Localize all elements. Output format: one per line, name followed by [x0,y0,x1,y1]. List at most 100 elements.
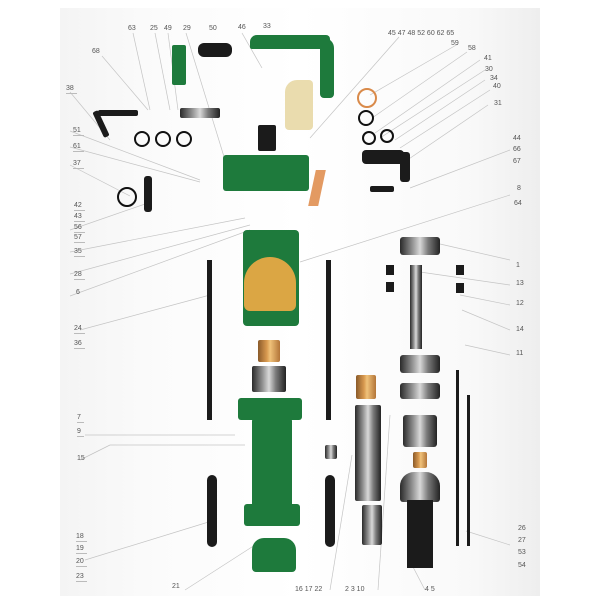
trigger-lever-part [172,45,186,85]
oring-part [176,131,192,147]
oring-part [362,131,376,145]
oring-part [380,129,394,143]
part-label: 31 [494,100,502,107]
pawl-part [456,265,464,275]
tie-rod-part [467,395,470,546]
oring-part [358,110,374,126]
front-head-body-part [252,418,292,514]
part-label: 49 [164,25,172,32]
chuck-driver-part [400,472,440,502]
part-label: 63 [128,25,136,32]
part-label: 35 [74,248,85,257]
part-label: 61 [73,143,84,152]
part-label: 50 [209,25,217,32]
part-label: 8 [517,185,521,192]
part-label: 9 [77,428,84,437]
spring-bolt-right-part [325,475,335,547]
part-label: 44 [513,135,521,142]
shaft-part [180,108,220,118]
part-label: 46 [238,24,246,31]
part-label: 6 [76,289,80,296]
part-label: 26 [518,525,526,532]
bellows-part [198,43,232,57]
tie-rod-part [456,370,459,546]
part-label: 18 [76,533,87,542]
air-elbow-part [144,176,152,212]
nut-part [325,445,337,459]
oring-part [155,131,171,147]
part-label: 20 [76,558,87,567]
part-label: 57 [74,234,85,243]
front-head-foot-part [244,504,300,526]
pawl-part [386,265,394,275]
part-label: 43 [74,213,85,222]
chuck-part [403,415,437,447]
part-label: 24 [74,325,85,334]
part-label: 66 [513,146,521,153]
part-label-group: 16 17 22 [295,586,323,593]
chuck-brass-part [413,452,427,468]
part-label: 56 [74,224,85,233]
ratchet-ring-part [400,355,440,373]
brass-nut-part [356,375,376,399]
side-rod-right-part [326,260,331,420]
flange-bushing-part [252,366,286,392]
part-label: 12 [516,300,524,307]
valve-chest-part [223,155,309,191]
pin-part [370,186,394,192]
part-label: 64 [514,200,522,207]
part-label: 27 [518,537,526,544]
elbow-fitting-part [98,110,138,116]
rotation-nut-part [400,237,440,255]
part-label: 15 [77,455,85,462]
side-rod-left-part [207,260,212,420]
part-label-group: 4 5 [425,586,435,593]
ratchet-ring-part [400,383,440,399]
part-label: 30 [485,66,493,73]
part-label: 25 [150,25,158,32]
valve-lever-part [400,152,410,182]
valve-spool-part [362,150,404,164]
part-label: 58 [468,45,476,52]
part-label-group: 45 47 48 52 60 62 65 [388,30,455,37]
part-label: 13 [516,280,524,287]
part-label: 1 [516,262,520,269]
part-label: 36 [74,340,85,349]
pawl-part [386,282,394,292]
part-label: 37 [73,160,84,169]
part-label: 11 [516,350,524,357]
part-label: 59 [451,40,459,47]
part-label: 40 [493,83,501,90]
valve-insert-part [258,125,276,151]
part-label: 68 [92,48,100,55]
chuck-sleeve-part [355,405,381,501]
chuck-driver-shank-part [407,500,433,568]
front-head-part [238,398,302,420]
rifle-bar-part [410,265,422,349]
amber-cover-part [244,257,296,311]
part-label: 53 [518,549,526,556]
part-label: 41 [484,55,492,62]
part-label: 38 [66,85,77,94]
part-label: 67 [513,158,521,165]
part-label: 21 [172,583,180,590]
chuck-bushing-part [362,505,382,545]
part-label: 29 [183,25,191,32]
oring-part [134,131,150,147]
circlip-part [117,187,137,207]
copper-ring-part [357,88,377,108]
pawl-part [456,283,464,293]
retainer-part [252,538,296,572]
handle-part [250,35,330,49]
part-label: 14 [516,326,524,333]
amber-lever-part [285,80,313,130]
part-label: 51 [73,127,84,136]
part-label: 33 [263,23,271,30]
brass-bushing-part [258,340,280,362]
part-label: 54 [518,562,526,569]
handle-hook-part [320,38,334,98]
part-label: 19 [76,545,87,554]
part-label: 23 [76,573,87,582]
part-label-group: 2 3 10 [345,586,365,593]
